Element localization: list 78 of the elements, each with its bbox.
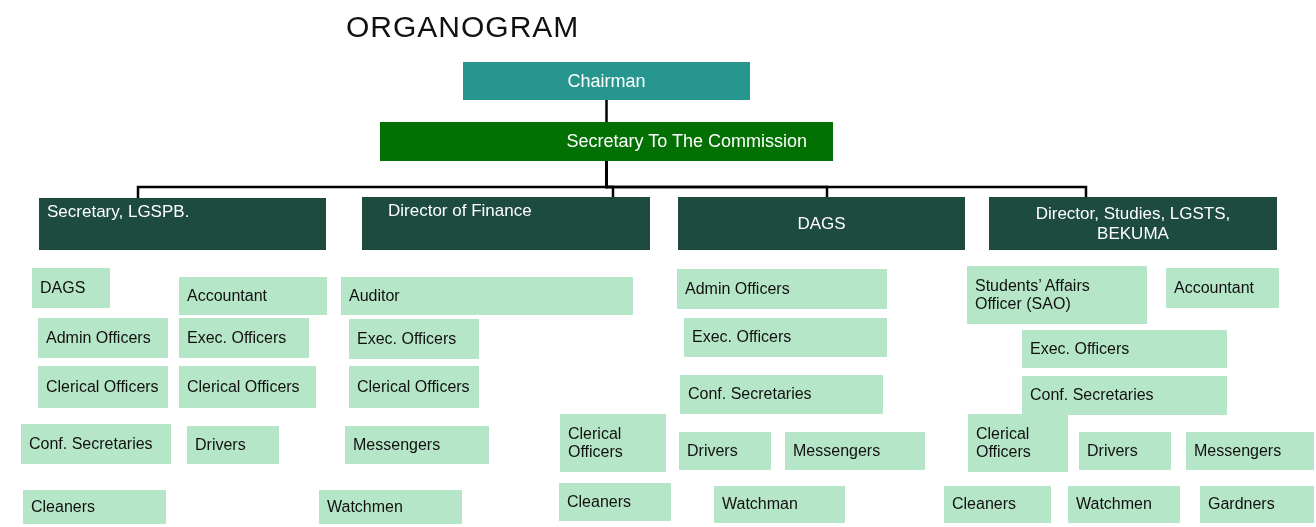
role-label: Watchmen <box>1076 495 1152 514</box>
role-label: Admin Officers <box>46 328 151 348</box>
role-label: Director of Finance <box>388 201 532 221</box>
role-label: Gardners <box>1208 495 1275 514</box>
staff-box <box>349 366 479 408</box>
role-label: Drivers <box>195 435 246 455</box>
role-label: DAGS <box>797 213 846 234</box>
role-label: Students’ Affairs Officer (SAO) <box>975 276 1091 314</box>
chairman-box <box>463 62 750 100</box>
role-label: Exec. Officers <box>692 328 792 347</box>
staff-box <box>38 366 168 408</box>
role-label: Auditor <box>349 286 400 306</box>
role-label: Conf. Secretaries <box>29 434 153 454</box>
staff-box <box>1022 330 1227 368</box>
role-label: Admin Officers <box>685 279 790 299</box>
role-label: Clerical Officers <box>357 377 470 397</box>
role-label: Drivers <box>687 441 738 461</box>
role-label: Cleaners <box>567 492 632 512</box>
staff-box <box>1079 432 1171 470</box>
role-label: Clerical Officers <box>976 424 1032 462</box>
staff-box <box>560 414 666 472</box>
staff-box <box>785 432 925 470</box>
role-label: Messengers <box>1194 441 1282 461</box>
director-box <box>989 197 1277 250</box>
staff-box <box>345 426 489 464</box>
role-label: Chairman <box>567 70 646 92</box>
staff-box <box>1186 432 1314 470</box>
role-label: Cleaners <box>31 497 96 517</box>
staff-box <box>1068 486 1180 523</box>
role-label: Messengers <box>793 441 881 461</box>
role-label: Secretary To The Commission <box>566 131 807 152</box>
secretary-box <box>380 122 833 161</box>
director-box <box>39 198 326 250</box>
staff-box <box>319 490 462 524</box>
staff-box <box>179 318 309 358</box>
role-label: Accountant <box>1174 278 1255 298</box>
role-label: Watchmen <box>327 497 403 517</box>
role-label: Cleaners <box>952 495 1017 514</box>
staff-box <box>944 486 1051 523</box>
staff-box <box>38 318 168 358</box>
staff-box <box>341 277 633 315</box>
staff-box <box>968 414 1068 472</box>
staff-box <box>679 432 771 470</box>
director-box <box>362 197 650 250</box>
staff-box <box>559 483 671 521</box>
role-label: Messengers <box>353 435 441 455</box>
role-label: Accountant <box>187 286 268 306</box>
role-label: Conf. Secretaries <box>1030 386 1154 405</box>
staff-box <box>714 486 845 523</box>
staff-box <box>21 424 171 464</box>
staff-box <box>349 319 479 359</box>
role-label: Drivers <box>1087 441 1138 461</box>
staff-box <box>179 277 327 315</box>
staff-box <box>1022 376 1227 415</box>
staff-box <box>1166 268 1279 308</box>
role-label: Exec. Officers <box>187 328 287 348</box>
title: ORGANOGRAM <box>346 10 580 44</box>
role-label: Conf. Secretaries <box>688 385 812 404</box>
role-label: Exec. Officers <box>357 329 457 349</box>
staff-box <box>187 426 279 464</box>
role-label: Clerical Officers <box>568 424 624 462</box>
role-label: DAGS <box>40 278 86 298</box>
role-label: Secretary, LGSPB. <box>47 202 190 222</box>
role-label: Director, Studies, LGSTS, BEKUMA <box>1034 203 1232 244</box>
staff-box <box>684 318 887 357</box>
staff-box <box>32 268 110 308</box>
staff-box <box>179 366 316 408</box>
staff-box <box>1200 486 1314 523</box>
role-label: Exec. Officers <box>1030 339 1130 359</box>
staff-box <box>680 375 883 414</box>
role-label: Watchman <box>722 495 798 514</box>
director-box <box>678 197 965 250</box>
staff-box <box>677 269 887 309</box>
role-label: Clerical Officers <box>46 377 159 397</box>
role-label: Clerical Officers <box>187 377 300 397</box>
staff-box <box>23 490 166 524</box>
staff-box <box>967 266 1147 324</box>
connector-line <box>605 100 608 122</box>
